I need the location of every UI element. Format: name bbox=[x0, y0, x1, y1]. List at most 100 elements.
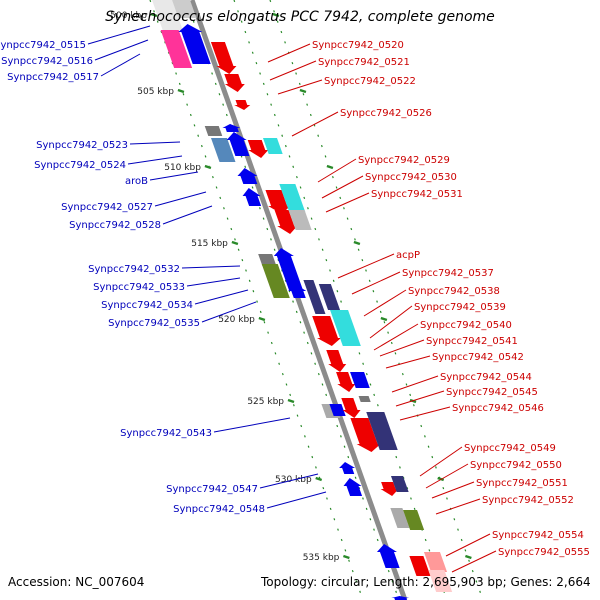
label-leader bbox=[213, 417, 291, 433]
forward-gene-label-acpp: acpP bbox=[396, 250, 420, 261]
forward-gene-label-synpcc7942-0521: Synpcc7942_0521 bbox=[318, 57, 410, 68]
label-leader bbox=[351, 271, 401, 295]
label-leader bbox=[321, 175, 364, 199]
scale-label: 510 kbp bbox=[164, 163, 201, 173]
label-leader bbox=[129, 141, 181, 145]
forward-gene-label-synpcc7942-0529: Synpcc7942_0529 bbox=[358, 155, 450, 166]
label-leader bbox=[373, 323, 419, 351]
label-leader bbox=[451, 550, 497, 573]
label-leader bbox=[431, 481, 475, 499]
topology-text: Topology: circular; Length: 2,695,903 bp… bbox=[261, 575, 591, 589]
gene-arrow bbox=[341, 398, 361, 418]
reverse-gene-label-synpcc7942-0535: Synpcc7942_0535 bbox=[108, 318, 200, 329]
label-leader bbox=[259, 473, 319, 489]
scale-tick bbox=[272, 12, 280, 18]
genome-title: Synechococcus elongatus PCC 7942, comple… bbox=[105, 9, 495, 25]
gene-arrow bbox=[242, 188, 262, 206]
reverse-gene-label-synpcc7942-0548: Synpcc7942_0548 bbox=[173, 504, 265, 515]
gene-arrow bbox=[288, 284, 307, 298]
gene-block bbox=[390, 476, 409, 492]
forward-gene-label-synpcc7942-0549: Synpcc7942_0549 bbox=[464, 443, 556, 454]
gene-arrow bbox=[326, 350, 347, 372]
gene-block bbox=[172, 0, 197, 18]
gene-arrow bbox=[350, 418, 381, 452]
label-leader bbox=[201, 301, 257, 323]
label-leader bbox=[186, 277, 241, 287]
gene-block bbox=[288, 210, 312, 230]
scale-tick bbox=[177, 88, 185, 94]
gene-block bbox=[261, 264, 290, 298]
label-leader bbox=[317, 158, 357, 183]
scale-tick bbox=[204, 164, 212, 170]
label-leader bbox=[419, 446, 463, 477]
scale-tick bbox=[258, 316, 266, 322]
reverse-gene-label-synpcc7942-0523: Synpcc7942_0523 bbox=[36, 140, 128, 151]
reverse-gene-label-synpcc7942-0528: Synpcc7942_0528 bbox=[69, 220, 161, 231]
reverse-gene-label-synpcc7942-0533: Synpcc7942_0533 bbox=[93, 282, 185, 293]
forward-gene-label-synpcc7942-0541: Synpcc7942_0541 bbox=[426, 336, 518, 347]
gene-block bbox=[279, 184, 306, 212]
label-leader bbox=[269, 60, 317, 81]
label-leader bbox=[363, 289, 407, 317]
scale-tick bbox=[353, 240, 361, 246]
label-leader bbox=[445, 533, 491, 557]
gene-arrow bbox=[247, 140, 269, 158]
label-leader bbox=[154, 191, 207, 207]
scale-tick bbox=[231, 240, 239, 246]
gene-block bbox=[258, 254, 277, 266]
scale-tick bbox=[437, 476, 445, 482]
gene-arrow bbox=[274, 210, 298, 234]
label-leader bbox=[391, 375, 439, 393]
label-leader bbox=[379, 339, 425, 357]
gene-arrow bbox=[178, 24, 211, 64]
forward-gene-label-synpcc7942-0539: Synpcc7942_0539 bbox=[414, 302, 506, 313]
scale-label: 525 kbp bbox=[247, 397, 284, 407]
forward-gene-label-synpcc7942-0531: Synpcc7942_0531 bbox=[371, 189, 463, 200]
gene-arrow bbox=[312, 316, 341, 346]
gene-arrow bbox=[336, 372, 356, 392]
gene-block bbox=[350, 372, 370, 388]
label-leader bbox=[149, 171, 199, 181]
forward-gene-label-synpcc7942-0542: Synpcc7942_0542 bbox=[432, 352, 524, 363]
label-leader bbox=[267, 43, 311, 63]
reverse-gene-label-synpcc7942-0543: Synpcc7942_0543 bbox=[120, 428, 212, 439]
label-leader bbox=[162, 205, 213, 225]
gene-block bbox=[409, 556, 431, 576]
label-leader bbox=[399, 406, 451, 421]
forward-gene-label-synpcc7942-0526: Synpcc7942_0526 bbox=[340, 108, 432, 119]
label-leader bbox=[87, 25, 151, 45]
gene-arrow bbox=[380, 482, 399, 496]
dotted-guides bbox=[149, 0, 484, 600]
forward-gene-label-synpcc7942-0554: Synpcc7942_0554 bbox=[492, 530, 584, 541]
forward-gene-label-synpcc7942-0530: Synpcc7942_0530 bbox=[365, 172, 457, 183]
forward-gene-label-synpcc7942-0520: Synpcc7942_0520 bbox=[312, 40, 404, 51]
label-leader bbox=[325, 192, 370, 213]
scale-tick bbox=[315, 476, 323, 482]
label-leader bbox=[435, 498, 481, 515]
reverse-gene-label-arob: aroB bbox=[125, 176, 148, 187]
label-leader bbox=[266, 491, 327, 509]
scale-label: 520 kbp bbox=[218, 315, 255, 325]
gene-block bbox=[366, 412, 398, 450]
label-leader bbox=[194, 289, 249, 305]
scale-tick bbox=[464, 554, 472, 560]
gene-arrow bbox=[210, 42, 237, 74]
reverse-gene-label-synpcc7942-0534: Synpcc7942_0534 bbox=[101, 300, 193, 311]
accession-text: Accession: NC_007604 bbox=[8, 575, 145, 589]
forward-gene-label-synpcc7942-0540: Synpcc7942_0540 bbox=[420, 320, 512, 331]
gene-arrow bbox=[237, 168, 258, 184]
gene-arrow bbox=[234, 100, 251, 110]
reverse-gene-label-synpcc7942-0524: Synpcc7942_0524 bbox=[34, 160, 126, 171]
forward-gene-label-synpcc7942-0522: Synpcc7942_0522 bbox=[324, 76, 416, 87]
gene-block bbox=[210, 138, 236, 162]
gene-arrow bbox=[224, 74, 245, 92]
label-leader bbox=[277, 79, 323, 95]
forward-gene-label-synpcc7942-0546: Synpcc7942_0546 bbox=[452, 403, 544, 414]
gene-arrow bbox=[339, 462, 356, 474]
label-leader bbox=[385, 355, 431, 369]
reverse-gene-label-synpcc7942-0532: Synpcc7942_0532 bbox=[88, 264, 180, 275]
label-leader bbox=[395, 390, 445, 407]
gene-block bbox=[160, 30, 193, 68]
